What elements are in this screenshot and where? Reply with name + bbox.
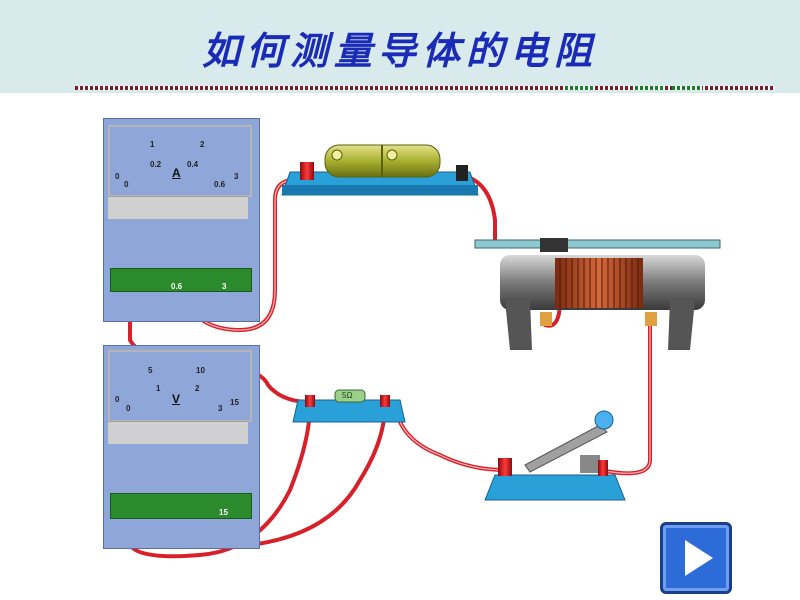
ammeter-terminal-label: 3 — [222, 282, 227, 291]
ammeter-scale-label: 2 — [200, 140, 205, 149]
ammeter-scale-label: 3 — [234, 172, 239, 181]
ammeter-scale-label: 0.4 — [187, 160, 199, 169]
battery-holder — [281, 144, 479, 196]
knife-switch — [484, 410, 626, 501]
ammeter-terminal-label: 0.6 — [171, 282, 183, 291]
voltmeter-scale-label: 2 — [195, 384, 200, 393]
voltmeter-scale-label: 10 — [196, 366, 205, 375]
resistor-board — [292, 389, 406, 423]
voltmeter-terminal-label: 15 — [219, 508, 228, 517]
voltmeter-scale-label: 1 — [156, 384, 161, 393]
voltmeter-unit: V — [172, 392, 181, 406]
voltmeter-scale-label: 15 — [230, 398, 239, 407]
ammeter-scale-label: 0.6 — [214, 180, 226, 189]
voltmeter-terminal-board — [110, 493, 252, 519]
ammeter-scale-label: 0 — [124, 180, 129, 189]
voltmeter-scale-label: 3 — [218, 404, 223, 413]
voltmeter-scale-label: 0 — [115, 395, 120, 404]
ammeter-terminal-board — [110, 268, 252, 292]
resistor-label: 5Ω — [342, 391, 353, 400]
ammeter-scale-label: 1 — [150, 140, 155, 149]
header-divider-accent — [565, 86, 595, 90]
page-title: 如何测量导体的电阻 — [201, 28, 598, 73]
ammeter-panel — [108, 196, 248, 219]
wire — [598, 318, 652, 476]
rheostat — [474, 238, 721, 350]
header-divider — [75, 86, 775, 90]
voltmeter-scale-label: 5 — [148, 366, 153, 375]
ammeter-scale-label: 0 — [115, 172, 120, 181]
ammeter-dial — [108, 125, 252, 197]
ammeter-scale-label: 0.2 — [150, 160, 162, 169]
ammeter-unit: A — [172, 166, 181, 180]
voltmeter-panel — [108, 421, 248, 444]
play-icon — [685, 540, 713, 576]
slide-header — [0, 0, 800, 93]
voltmeter-scale-label: 0 — [126, 404, 131, 413]
play-button[interactable] — [660, 522, 732, 594]
header-divider-accent — [635, 86, 665, 90]
header-divider-accent — [672, 86, 702, 90]
